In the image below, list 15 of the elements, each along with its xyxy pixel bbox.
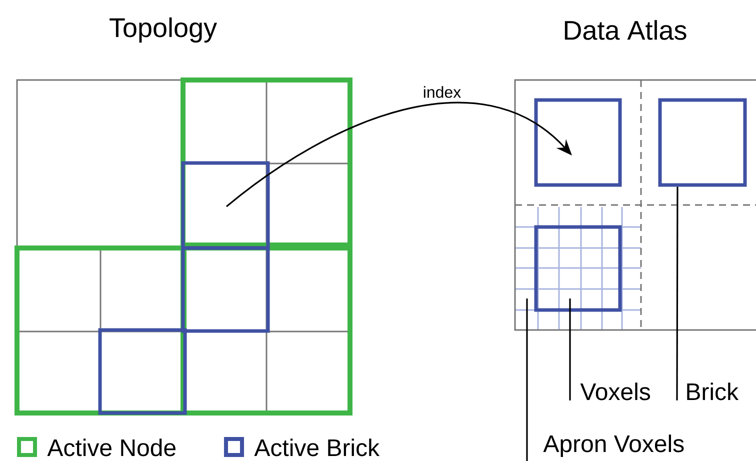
leader-label: Voxels [580,382,650,400]
brick-square [658,98,747,187]
panel-title: Data Atlas [564,20,686,40]
legend-label: Active Node [47,438,176,456]
brick-square [534,225,622,312]
legend-label: Active Brick [254,438,380,456]
panel-title: Topology [110,17,217,43]
leader-label: Apron Voxels [543,434,684,457]
leader-label: Brick [687,382,739,400]
leader-line [526,298,528,461]
leader-line [676,186,678,400]
brick-square [181,161,270,250]
leader-line [569,298,571,400]
edge-label: index [422,85,462,99]
brick-square [534,98,622,187]
